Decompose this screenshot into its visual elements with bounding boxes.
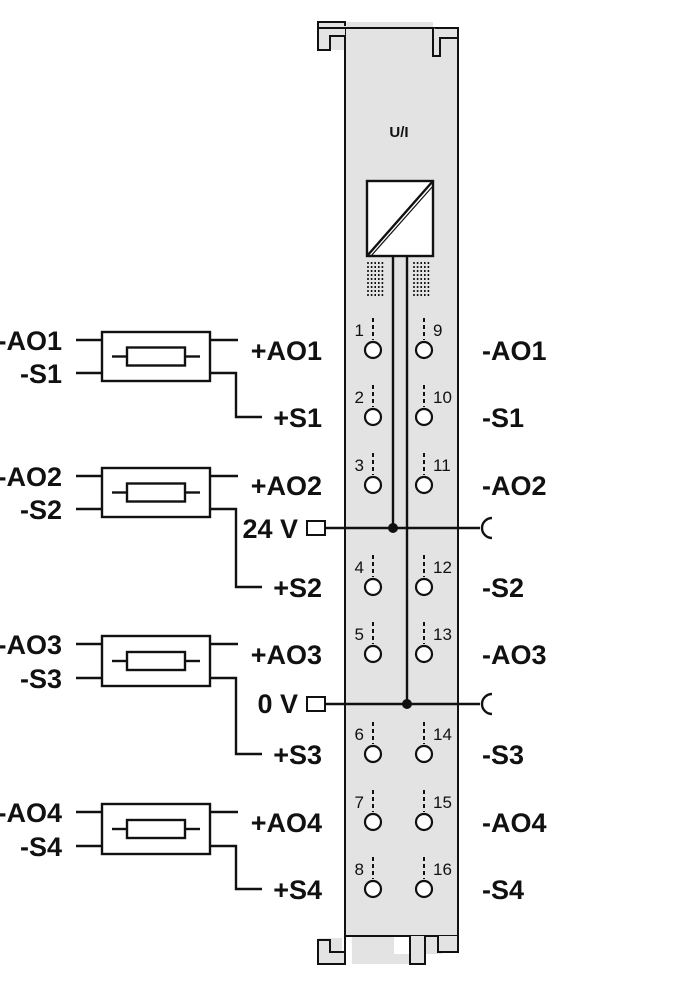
- left-s-label: +S2: [273, 573, 322, 603]
- left-ao-label: +AO4: [251, 808, 322, 838]
- terminal-pin: [363, 475, 383, 495]
- pin-number: 12: [433, 558, 452, 577]
- pin-number: 6: [355, 725, 364, 744]
- pin-number: 1: [355, 321, 364, 340]
- terminal-pin: [414, 812, 434, 832]
- terminal-pin: [414, 475, 434, 495]
- module-title: U/I: [389, 124, 408, 141]
- ext-ao-label: -AO2: [0, 462, 62, 492]
- pin-number: 7: [355, 793, 364, 812]
- right-ao-label: -AO2: [482, 471, 547, 501]
- terminal-pin: [414, 879, 434, 899]
- pin-number: 2: [355, 388, 364, 407]
- right-ao-label: -AO4: [482, 808, 547, 838]
- right-ao-label: -AO1: [482, 336, 547, 366]
- pin-number: 3: [355, 456, 364, 475]
- terminal-pin: [414, 577, 434, 597]
- right-s-label: -S4: [482, 875, 524, 905]
- resistor-icon: [125, 650, 187, 672]
- resistor-icon: [125, 482, 187, 503]
- terminal-pin: [414, 407, 434, 427]
- right-s-label: -S1: [482, 403, 524, 433]
- terminal-pin: [414, 644, 434, 664]
- left-s-label: +S1: [273, 403, 322, 433]
- terminal-pin: [363, 744, 383, 764]
- terminal-pin: [363, 577, 383, 597]
- supply-24v: 24 V: [242, 514, 493, 544]
- label-24v: 24 V: [242, 514, 298, 544]
- terminal-pin: [363, 407, 383, 427]
- ribbon-cable-icon: [367, 262, 430, 296]
- resistor-icon: [125, 346, 187, 367]
- pin-number: 8: [355, 860, 364, 879]
- ext-s-label: -S4: [20, 832, 62, 862]
- terminal-pin: [414, 744, 434, 764]
- wire: [210, 844, 262, 891]
- wire: [210, 507, 262, 589]
- pin-number: 4: [355, 558, 364, 577]
- pin-number: 15: [433, 793, 452, 812]
- terminal-pin: [363, 644, 383, 664]
- terminal-24v: [306, 520, 326, 536]
- right-ao-label: -AO3: [482, 640, 547, 670]
- label-0v: 0 V: [257, 689, 298, 719]
- ext-ao-label: -AO1: [0, 326, 62, 356]
- wire: [210, 676, 262, 756]
- wire: [210, 371, 262, 419]
- connector-0v: [480, 692, 493, 716]
- supply-0v: 0 V: [257, 689, 493, 719]
- right-s-label: -S3: [482, 740, 524, 770]
- pin-number: 13: [433, 625, 452, 644]
- ext-s-label: -S2: [20, 495, 62, 525]
- left-ao-label: +AO1: [251, 336, 322, 366]
- ext-ao-label: -AO4: [0, 798, 62, 828]
- left-ao-label: +AO3: [251, 640, 322, 670]
- terminal-pin: [363, 812, 383, 832]
- junction-dot: [402, 699, 412, 709]
- channel-4: -AO4 -S4 +AO4 +S4 -AO4 -S4 7 8 15 16: [0, 790, 547, 905]
- module-housing: [317, 21, 459, 965]
- terminal-pin: [363, 879, 383, 899]
- pin-number: 16: [433, 860, 452, 879]
- pin-number: 9: [433, 321, 442, 340]
- terminal-0v: [306, 696, 326, 712]
- channel-3: -AO3 -S3 +AO3 +S3 -AO3 -S3 5 6 13 14: [0, 622, 547, 770]
- connector-24v: [480, 516, 493, 540]
- right-s-label: -S2: [482, 573, 524, 603]
- left-s-label: +S4: [273, 875, 322, 905]
- terminal-pin: [414, 340, 434, 360]
- ext-s-label: -S1: [20, 359, 62, 389]
- junction-dot: [388, 523, 398, 533]
- ext-ao-label: -AO3: [0, 630, 62, 660]
- ext-s-label: -S3: [20, 664, 62, 694]
- resistor-icon: [125, 818, 187, 840]
- converter-icon: [365, 179, 435, 258]
- pin-number: 10: [433, 388, 452, 407]
- pin-number: 11: [433, 456, 451, 475]
- pin-number: 5: [355, 625, 364, 644]
- left-ao-label: +AO2: [251, 471, 322, 501]
- terminal-pin: [363, 340, 383, 360]
- left-s-label: +S3: [273, 740, 322, 770]
- channels: -AO1-S1+AO1+S1-AO1-S112910-AO2-S2+AO2+S2…: [0, 318, 547, 905]
- pin-number: 14: [433, 725, 452, 744]
